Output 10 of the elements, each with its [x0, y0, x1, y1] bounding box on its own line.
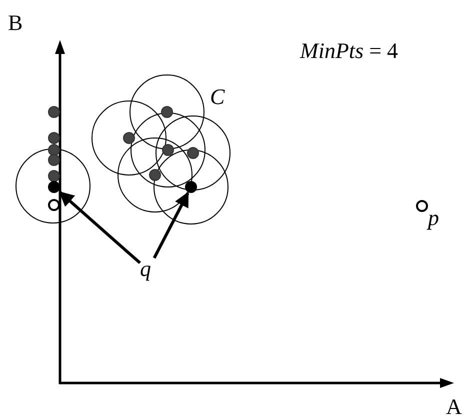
point-label: p	[428, 207, 439, 229]
cluster-label: C	[210, 86, 225, 108]
axis-label: A	[446, 396, 462, 418]
core-point	[48, 181, 60, 193]
axis-label: B	[8, 12, 23, 34]
parameter-label: MinPts = 4	[300, 40, 398, 62]
arrow	[152, 192, 190, 259]
arrow	[58, 191, 141, 264]
core-point	[185, 181, 197, 193]
point-label: q	[140, 258, 156, 282]
